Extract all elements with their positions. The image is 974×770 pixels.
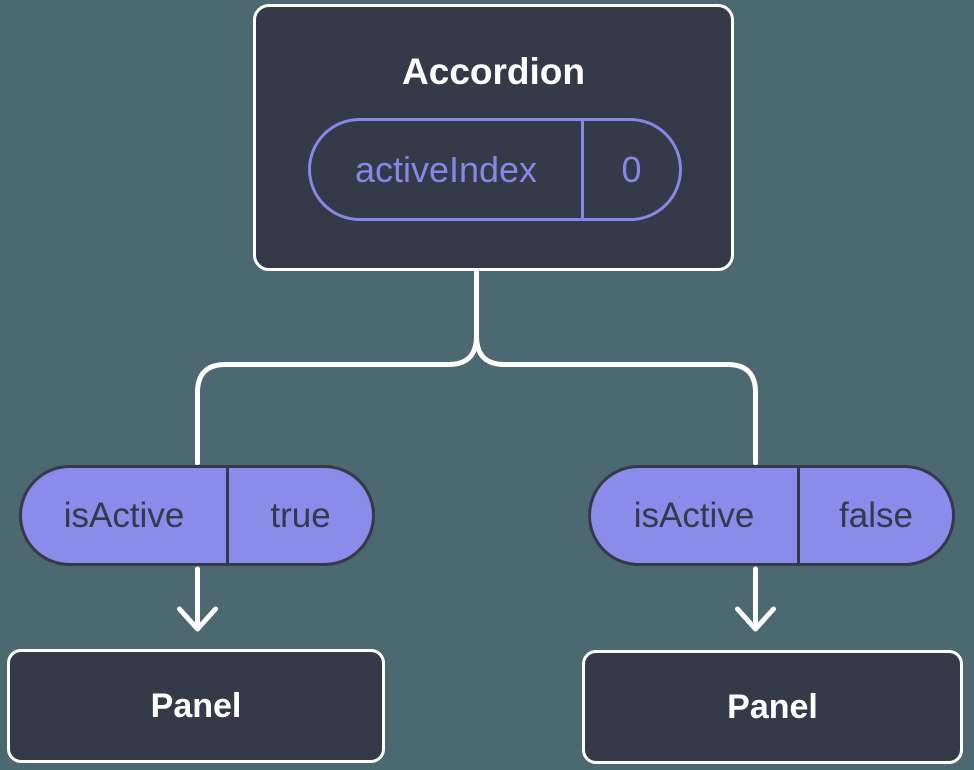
prop-name-label: isActive [63, 495, 185, 535]
activeindex-prop-pill: activeIndex 0 [308, 118, 682, 221]
pill-divider [797, 468, 800, 563]
connector-root-to-left-pill [195, 266, 479, 466]
prop-value-label: false [839, 495, 913, 535]
right-isactive-pill: isActive false [588, 465, 955, 566]
arrow-right-pill-to-panel [735, 566, 776, 632]
pill-divider [226, 468, 229, 563]
prop-name-label: activeIndex [354, 148, 538, 190]
accordion-node-title: Accordion [402, 51, 585, 92]
arrow-left-pill-to-panel [177, 566, 218, 632]
pill-divider [581, 121, 584, 218]
prop-value-label: 0 [621, 148, 642, 190]
left-panel-node: Panel [7, 649, 385, 763]
panel-node-title: Panel [727, 687, 818, 726]
left-isactive-pill: isActive true [19, 465, 375, 566]
prop-value-label: true [270, 495, 331, 535]
panel-node-title: Panel [150, 686, 242, 725]
prop-name-label: isActive [633, 495, 755, 535]
connector-root-to-right-pill [474, 333, 758, 466]
right-panel-node: Panel [582, 650, 963, 764]
